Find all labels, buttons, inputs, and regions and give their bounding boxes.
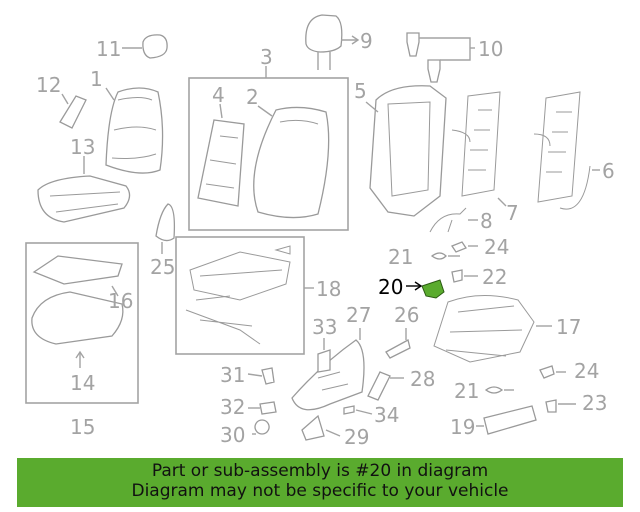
switch-part-32 bbox=[259, 401, 277, 415]
callout-8: 8 bbox=[480, 209, 493, 233]
side-shield-part bbox=[155, 203, 176, 242]
callout-9: 9 bbox=[360, 29, 373, 53]
callout-21b: 21 bbox=[454, 379, 479, 403]
headrest-guide-part bbox=[406, 32, 441, 83]
clip-part-24b bbox=[539, 365, 555, 379]
callout-26: 26 bbox=[394, 303, 419, 327]
callout-4: 4 bbox=[212, 83, 225, 107]
cushion-foam-part bbox=[31, 291, 124, 345]
knob-part-30 bbox=[254, 419, 270, 435]
recliner-cover-part bbox=[483, 405, 537, 435]
clip-part-24a bbox=[451, 241, 467, 253]
headrest-part bbox=[305, 14, 343, 70]
callout-24b: 24 bbox=[574, 359, 599, 383]
trim-part-26 bbox=[385, 339, 411, 359]
clip-part-21a bbox=[430, 252, 447, 260]
callout-15: 15 bbox=[70, 415, 95, 439]
callout-1: 1 bbox=[90, 67, 103, 91]
seat-cushion-frame-part bbox=[433, 294, 535, 363]
callout-33: 33 bbox=[312, 315, 337, 339]
seat-parts-diagram: 1 2 3 4 5 6 7 8 9 10 11 12 13 14 15 16 1… bbox=[25, 14, 615, 449]
callout-32: 32 bbox=[220, 395, 245, 419]
callout-10: 10 bbox=[478, 37, 503, 61]
callout-13: 13 bbox=[70, 135, 95, 159]
callout-23: 23 bbox=[582, 391, 607, 415]
callout-14: 14 bbox=[70, 371, 95, 395]
callout-24a: 24 bbox=[484, 235, 509, 259]
callout-2: 2 bbox=[246, 85, 259, 109]
cover-part-28 bbox=[367, 371, 391, 401]
suspension-mat-part bbox=[451, 91, 501, 197]
headrest-cover-part bbox=[142, 34, 168, 59]
cushion-trim-part bbox=[37, 175, 131, 223]
callout-31: 31 bbox=[220, 363, 245, 387]
callout-27: 27 bbox=[346, 303, 371, 327]
clip-part-22 bbox=[451, 269, 463, 283]
seat-back-trim-part bbox=[105, 87, 164, 174]
bezel-part-29 bbox=[301, 414, 325, 441]
group-box-15 bbox=[25, 242, 139, 404]
callout-25: 25 bbox=[150, 255, 175, 279]
callout-18: 18 bbox=[316, 277, 341, 301]
callout-21a: 21 bbox=[388, 245, 413, 269]
harness-part bbox=[429, 207, 467, 233]
callout-22: 22 bbox=[482, 265, 507, 289]
bracket-part-31 bbox=[261, 367, 275, 385]
seat-back-frame-part bbox=[369, 85, 447, 217]
callout-3: 3 bbox=[260, 45, 273, 69]
callout-28: 28 bbox=[410, 367, 435, 391]
back-cover-part bbox=[197, 119, 245, 207]
group-box-18 bbox=[175, 236, 305, 355]
banner-line-2: Diagram may not be specific to your vehi… bbox=[131, 481, 509, 501]
suspension-mat-part-2 bbox=[533, 91, 591, 210]
banner-line-1: Part or sub-assembly is #20 in diagram bbox=[151, 461, 489, 481]
callout-29: 29 bbox=[344, 425, 369, 449]
callout-34: 34 bbox=[374, 403, 399, 427]
callout-11: 11 bbox=[96, 37, 121, 61]
highlighted-part-20 bbox=[421, 279, 445, 299]
trim-panel-part bbox=[59, 95, 87, 129]
callout-16: 16 bbox=[108, 289, 133, 313]
callout-6: 6 bbox=[602, 159, 615, 183]
seat-track-part bbox=[185, 251, 291, 345]
callout-19: 19 bbox=[450, 415, 475, 439]
info-banner: Part or sub-assembly is #20 in diagram D… bbox=[17, 458, 623, 507]
callout-20: 20 bbox=[378, 275, 403, 299]
clip-part-23 bbox=[545, 399, 557, 413]
group-box-3 bbox=[188, 77, 349, 231]
clip-part-21b bbox=[484, 386, 504, 394]
cushion-pad-part bbox=[32, 255, 123, 285]
callout-12: 12 bbox=[36, 73, 61, 97]
callout-5: 5 bbox=[354, 79, 367, 103]
clip-part-34 bbox=[343, 405, 355, 415]
callout-17: 17 bbox=[556, 315, 581, 339]
back-pad-part bbox=[253, 106, 330, 219]
callout-30: 30 bbox=[220, 423, 245, 447]
callout-7: 7 bbox=[506, 201, 519, 225]
switch-part-33 bbox=[317, 349, 331, 373]
